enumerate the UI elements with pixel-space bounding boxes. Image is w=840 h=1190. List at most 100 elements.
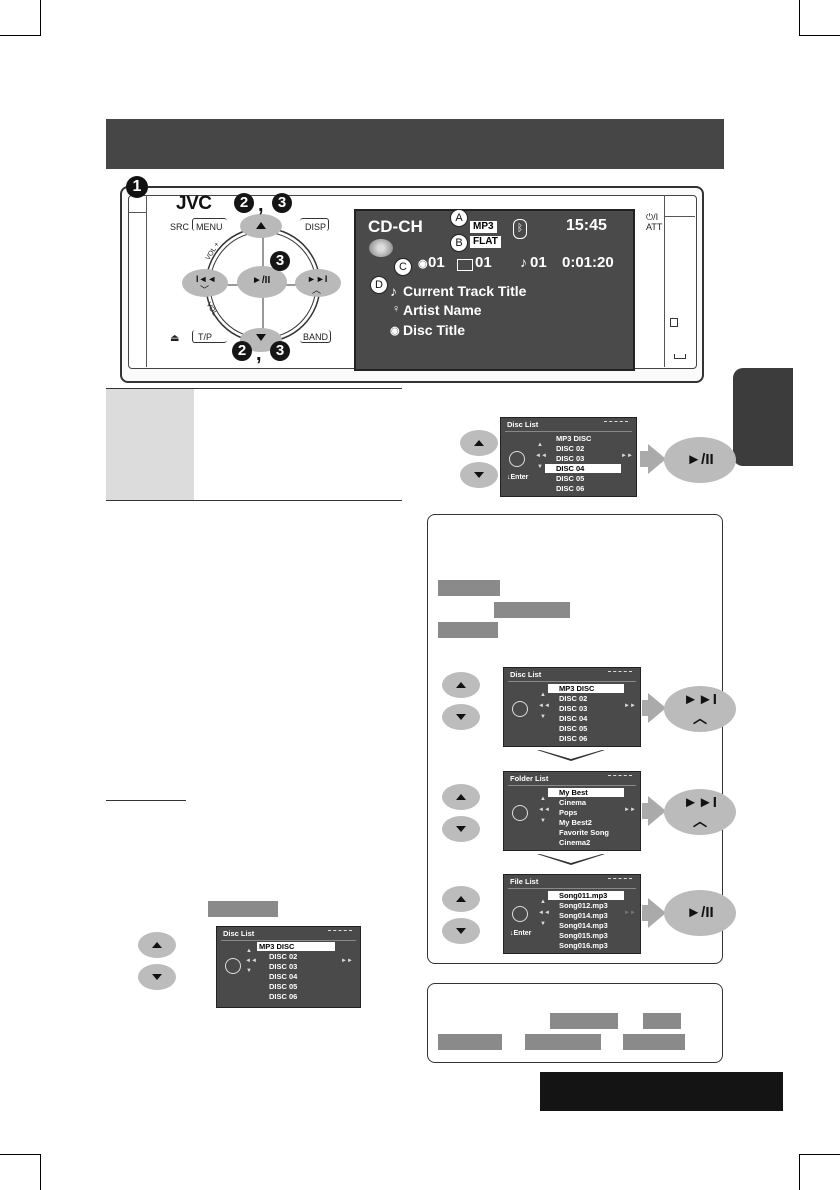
transition-arrow-inner: [540, 854, 602, 863]
brand-logo: JVC: [176, 193, 212, 214]
down-arrow-icon: [256, 334, 266, 341]
list-item[interactable]: DISC 05: [556, 474, 585, 483]
list-item[interactable]: Song014.mp3: [559, 921, 608, 930]
list-item[interactable]: DISC 05: [559, 724, 588, 733]
folder-list-screen: Folder List ▲ ◄◄ ▼ ►► My Best Cinema Pop…: [503, 771, 641, 851]
crop-mark: [40, 1154, 41, 1190]
list-item[interactable]: DISC 06: [269, 992, 298, 1001]
src-button[interactable]: SRC: [170, 222, 190, 232]
prev-mini-icon: ◄◄: [538, 910, 550, 916]
band-button-frame[interactable]: [300, 330, 331, 343]
jog-icon: [512, 701, 528, 717]
list-item[interactable]: Song012.mp3: [559, 901, 608, 910]
down-arrow-icon: [456, 928, 466, 935]
clock: 15:45: [566, 217, 607, 234]
up-button[interactable]: [138, 932, 176, 958]
tp-button[interactable]: T/P: [198, 332, 213, 342]
callout-a: A: [450, 209, 468, 227]
list-item[interactable]: Cinema: [559, 798, 587, 807]
disc-title-icon: ◉: [390, 325, 400, 337]
note-icon: ♪: [520, 254, 527, 270]
list-item[interactable]: DISC 04: [269, 972, 298, 981]
up-mini-icon: ▲: [537, 442, 543, 448]
list-item[interactable]: MP3 DISC: [559, 684, 595, 693]
eject-button[interactable]: ⏏: [170, 333, 180, 344]
highlight-band: [550, 1013, 618, 1029]
list-item[interactable]: DISC 03: [559, 704, 588, 713]
up-button[interactable]: [442, 784, 480, 810]
next-button-highlight[interactable]: [295, 269, 341, 297]
play-pause-button[interactable]: ►/II: [664, 890, 736, 936]
play-pause-button-highlight[interactable]: [237, 266, 287, 298]
list-item[interactable]: DISC 04: [559, 714, 588, 723]
next-button[interactable]: ►►I ︿: [664, 789, 736, 835]
step-1-badge: 1: [126, 176, 148, 198]
list-item[interactable]: Favorite Song: [559, 828, 610, 837]
up-button[interactable]: [460, 430, 498, 456]
crop-mark: [799, 0, 800, 36]
list-item[interactable]: Song015.mp3: [559, 931, 608, 940]
elapsed-time: 0:01:20: [562, 254, 614, 271]
language-tab: [733, 368, 793, 466]
play-pause-button[interactable]: ►/II: [664, 437, 736, 483]
list-item[interactable]: Song016.mp3: [559, 941, 608, 950]
list-item[interactable]: DISC 04: [556, 464, 585, 473]
step-2-badge-bottom: 2: [232, 341, 252, 361]
down-button[interactable]: [442, 918, 480, 944]
up-arrow-icon: [456, 896, 466, 903]
format-tag: MP3: [470, 221, 497, 233]
list-item[interactable]: My Best2: [559, 818, 592, 827]
highlight-band: [438, 1034, 502, 1050]
list-item[interactable]: MP3 DISC: [259, 942, 295, 951]
up-button[interactable]: [442, 672, 480, 698]
list-item[interactable]: DISC 03: [269, 962, 298, 971]
enter-label: ↓Enter: [510, 930, 532, 937]
file-list-screen: File List ↓Enter ▲ ◄◄ ▼ ►► Song011.mp3 S…: [503, 874, 641, 954]
list-item[interactable]: DISC 03: [556, 454, 585, 463]
tip-box-main: [427, 514, 723, 964]
list-title-rule: [221, 940, 356, 941]
down-mini-icon: ▼: [540, 818, 546, 824]
list-item[interactable]: Song011.mp3: [559, 891, 608, 900]
down-mini-icon: ▼: [540, 714, 546, 720]
band-button[interactable]: BAND: [303, 332, 329, 342]
list-item[interactable]: DISC 06: [556, 484, 585, 493]
step-3-badge-bottom: 3: [270, 341, 290, 361]
menu-button[interactable]: MENU: [196, 222, 223, 232]
list-item[interactable]: DISC 05: [269, 982, 298, 991]
list-item[interactable]: My Best: [559, 788, 588, 797]
disp-button-frame[interactable]: [300, 218, 329, 231]
list-item[interactable]: MP3 DISC: [556, 434, 592, 443]
up-button[interactable]: [442, 886, 480, 912]
info-table-top-rule: [106, 388, 402, 389]
down-button[interactable]: [460, 462, 498, 488]
down-button[interactable]: [442, 816, 480, 842]
down-arrow-icon: [456, 714, 466, 721]
prev-button-highlight[interactable]: [182, 269, 228, 297]
enter-label: ↓Enter: [507, 474, 529, 481]
list-item[interactable]: DISC 06: [559, 734, 588, 743]
jog-icon: [225, 958, 241, 974]
highlight-band: [623, 1034, 685, 1050]
up-mini-icon: ▲: [540, 899, 546, 905]
info-table-bottom-rule: [106, 500, 402, 501]
next-button[interactable]: ►►I ︿: [664, 686, 736, 732]
list-item[interactable]: Song014.mp3: [559, 911, 608, 920]
power-button[interactable]: ⏻/I: [646, 212, 659, 222]
up-mini-icon: ▲: [246, 948, 252, 954]
menu-button-frame[interactable]: [192, 218, 227, 231]
prev-mini-icon: ◄◄: [535, 453, 547, 459]
list-item[interactable]: DISC 02: [559, 694, 588, 703]
step-3-badge-center: 3: [270, 251, 290, 271]
next-icon: ►►I: [683, 691, 717, 708]
disp-button[interactable]: DISP: [305, 222, 327, 232]
list-item[interactable]: Cinema2: [559, 838, 591, 847]
list-item[interactable]: Pops: [559, 808, 578, 817]
list-item[interactable]: DISC 02: [556, 444, 585, 453]
down-button[interactable]: [138, 964, 176, 990]
list-item[interactable]: DISC 02: [269, 952, 298, 961]
list-title: Disc List: [507, 420, 539, 429]
bluetooth-icon: ᛒ: [513, 219, 527, 239]
down-button[interactable]: [442, 704, 480, 730]
tp-button-frame[interactable]: [192, 330, 227, 343]
